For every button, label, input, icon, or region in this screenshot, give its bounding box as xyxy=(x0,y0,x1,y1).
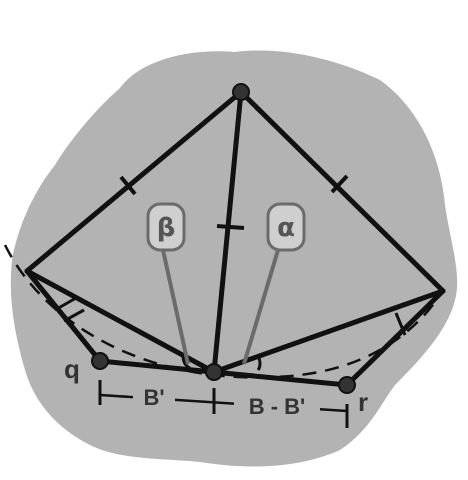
pointer-beta xyxy=(161,249,190,365)
label-box-alpha xyxy=(266,202,306,252)
edge-apex-left xyxy=(24,89,244,274)
label-segment-left: B' xyxy=(143,385,164,410)
edge-right-to-r xyxy=(344,288,446,388)
label-beta: β xyxy=(157,213,176,243)
angle-arc-alpha xyxy=(256,354,262,371)
label-point-q: q xyxy=(64,354,80,384)
angle-arc-beta xyxy=(181,354,191,370)
dimension-label-right-bg xyxy=(234,392,320,420)
pointer-alpha xyxy=(242,249,280,365)
angle-mark-left-1 xyxy=(54,296,77,312)
vertex-bottom xyxy=(205,363,223,381)
tick-mark-left xyxy=(119,175,137,196)
label-point-r: r xyxy=(358,387,368,417)
vertex-r xyxy=(338,376,356,394)
angle-mark-left-2 xyxy=(63,308,85,323)
edge-apex-right xyxy=(238,89,446,294)
edge-apex-bottom xyxy=(211,89,244,375)
label-box-beta xyxy=(146,202,186,252)
edge-right-to-bottom xyxy=(211,288,446,375)
edge-left-to-q xyxy=(24,268,103,364)
vertex-q xyxy=(91,352,109,370)
label-alpha: α xyxy=(277,213,295,243)
vertex-apex xyxy=(232,83,250,101)
angle-mark-right-1 xyxy=(394,312,407,336)
tick-mark-right xyxy=(330,174,349,194)
tick-mark-middle xyxy=(216,224,245,230)
edge-q-to-r xyxy=(97,358,350,388)
dimension-label-left-bg xyxy=(133,384,175,410)
label-segment-right: B - B' xyxy=(249,394,306,419)
